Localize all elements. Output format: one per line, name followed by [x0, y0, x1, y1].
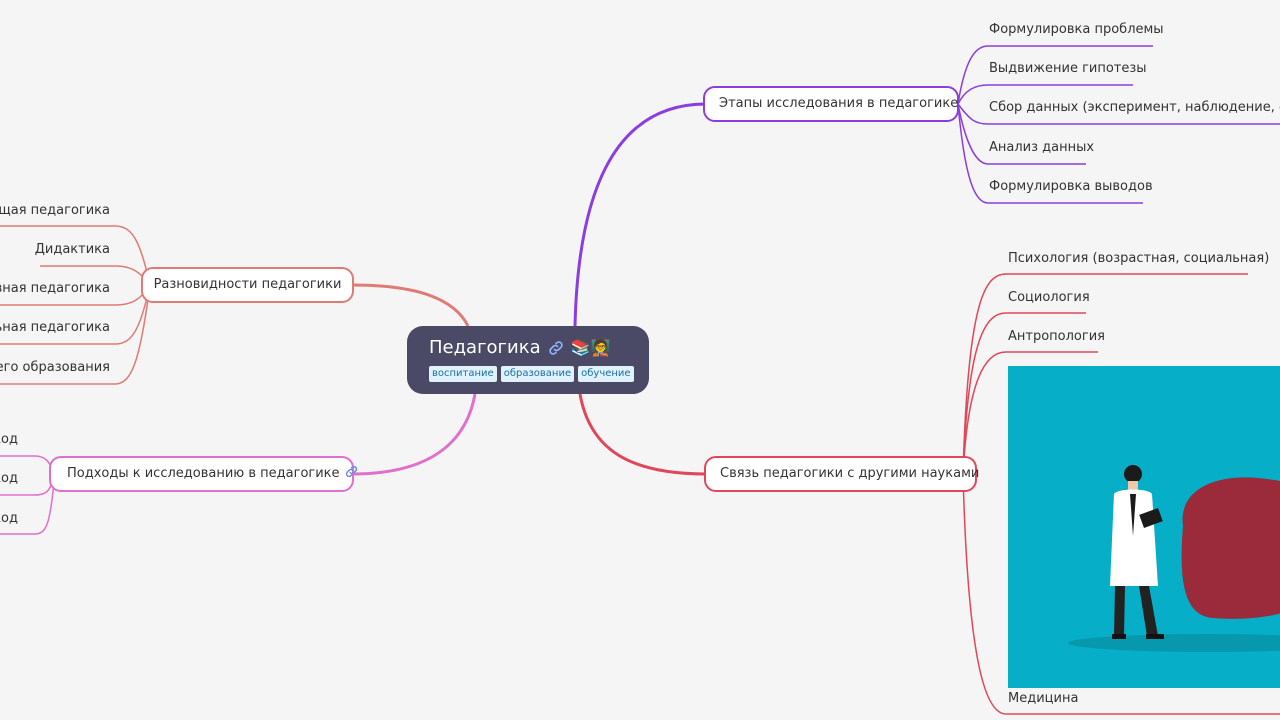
- leaf-approach-1[interactable]: код: [0, 432, 18, 447]
- leaf-stage-5[interactable]: Формулировка выводов: [989, 179, 1153, 194]
- books-teacher-emoji: 📚🧑‍🏫: [570, 338, 611, 357]
- relations-leaf-connectors: [962, 273, 1280, 715]
- tag-list: воспитание образование обучение: [429, 366, 649, 382]
- branch-kinds[interactable]: Разновидности педагогики: [141, 267, 354, 303]
- connector-stages: [573, 102, 707, 327]
- tag[interactable]: образование: [500, 366, 575, 382]
- connector-relations: [578, 393, 707, 476]
- root-title: Педагогика: [429, 337, 541, 358]
- leaf-stage-3[interactable]: Сбор данных (эксперимент, наблюдение, оп…: [989, 100, 1280, 115]
- leaf-relation-medicine[interactable]: Медицина: [1008, 691, 1079, 706]
- leaf-approach-2[interactable]: код: [0, 471, 18, 486]
- connector-kinds: [351, 283, 470, 327]
- medicine-illustration[interactable]: [1008, 366, 1280, 688]
- leaf-approach-3[interactable]: код: [0, 511, 18, 526]
- stages-leaf-connectors: [957, 45, 1280, 204]
- leaf-relation-sociology[interactable]: Социология: [1008, 290, 1090, 305]
- leaf-kind-5[interactable]: щего образования: [0, 360, 110, 375]
- tag[interactable]: обучение: [578, 366, 634, 382]
- doctor-liver-illustration: [1008, 366, 1280, 688]
- root-topic[interactable]: Педагогика 📚🧑‍🏫 воспитание образование о…: [407, 326, 649, 394]
- link-icon[interactable]: [547, 339, 565, 357]
- leaf-stage-4[interactable]: Анализ данных: [989, 140, 1095, 155]
- branch-approaches-label: Подходы к исследованию в педагогике: [67, 466, 340, 481]
- leaf-stage-1[interactable]: Формулировка проблемы: [989, 22, 1164, 37]
- leaf-kind-general[interactable]: Общая педагогика: [0, 203, 110, 218]
- leaf-relation-anthropology[interactable]: Антропология: [1008, 329, 1105, 344]
- doctor-figure: [1110, 465, 1164, 639]
- link-icon[interactable]: [344, 464, 359, 479]
- tag[interactable]: воспитание: [429, 366, 497, 382]
- leaf-relation-psychology[interactable]: Психология (возрастная, социальная): [1008, 251, 1270, 266]
- leaf-kind-didactics[interactable]: Дидактика: [34, 242, 110, 257]
- branch-stages[interactable]: Этапы исследования в педагогике: [703, 86, 959, 122]
- leaf-kind-4[interactable]: льная педагогика: [0, 320, 110, 335]
- leaf-kind-3[interactable]: ивная педагогика: [0, 281, 110, 296]
- branch-approaches[interactable]: Подходы к исследованию в педагогике: [49, 456, 357, 492]
- branch-relations[interactable]: Связь педагогики с другими науками: [704, 456, 979, 492]
- leaf-stage-2[interactable]: Выдвижение гипотезы: [989, 61, 1147, 76]
- connector-approaches: [351, 393, 477, 476]
